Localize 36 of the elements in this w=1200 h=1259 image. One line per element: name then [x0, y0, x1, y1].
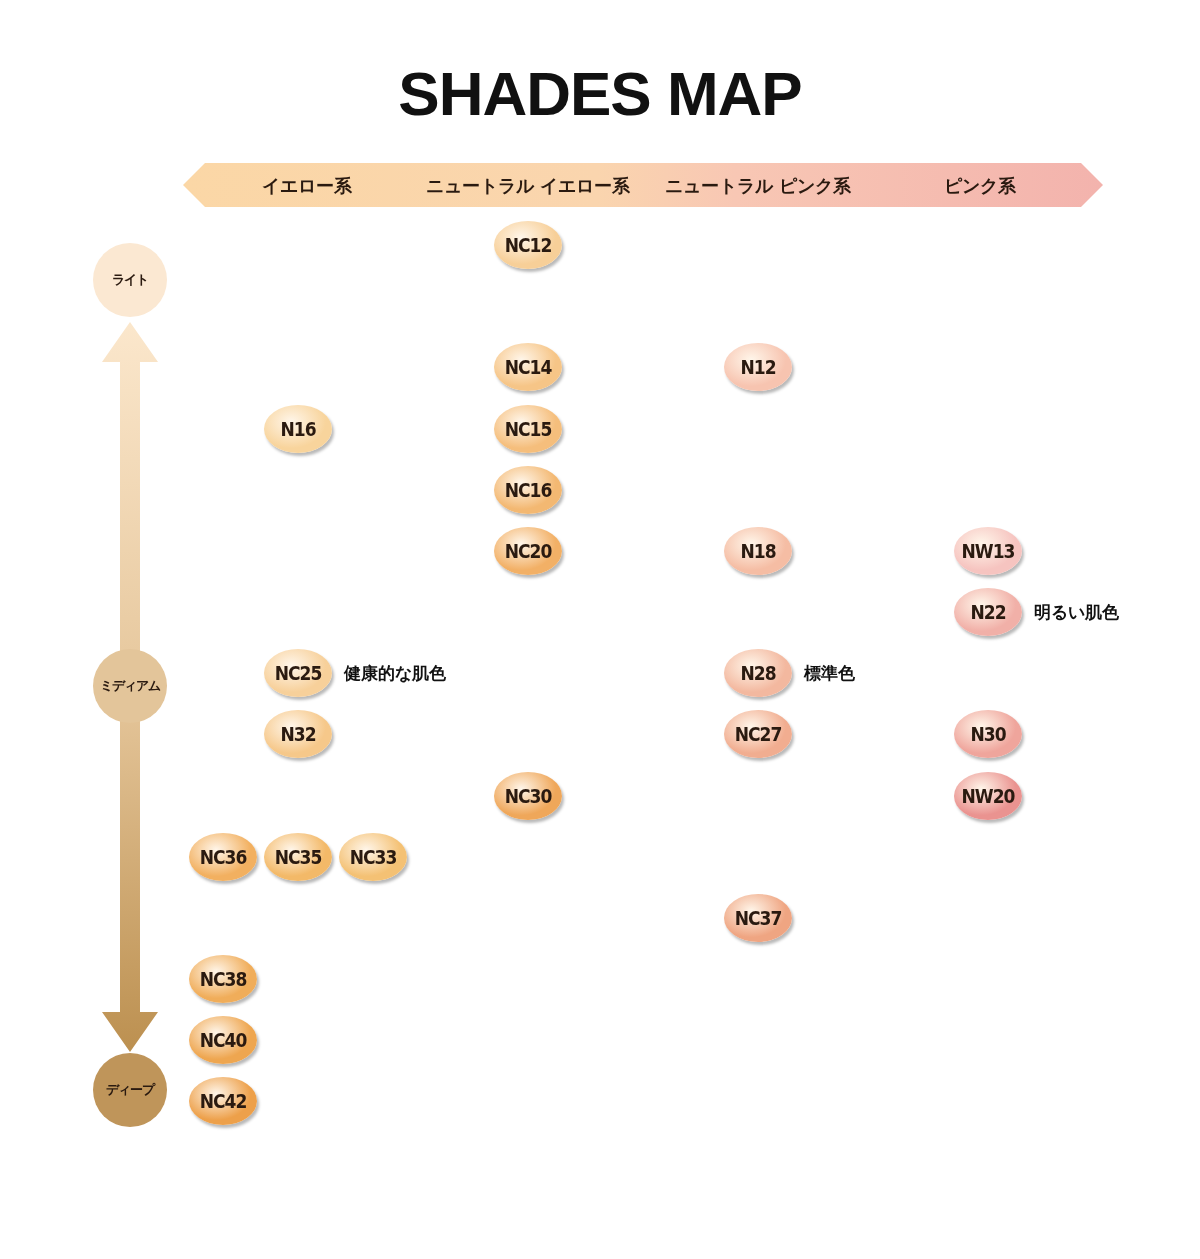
- shade-oval: NC36: [189, 833, 257, 881]
- column-heading: ピンク系: [944, 174, 1016, 198]
- note-text: 健康的な肌色: [344, 662, 446, 685]
- note-text: 明るい肌色: [1034, 601, 1119, 624]
- shade-oval: NC30: [494, 772, 562, 820]
- column-heading: ニュートラル イエロー系: [425, 174, 631, 198]
- shade-oval: N28: [724, 649, 792, 697]
- title: SHADES MAP: [397, 58, 803, 129]
- shade-oval: N12: [724, 343, 792, 391]
- shade-oval: NC42: [189, 1077, 257, 1125]
- column-heading: イエロー系: [262, 174, 352, 198]
- shade-oval: NC33: [339, 833, 407, 881]
- level-circle: ミディアム: [93, 649, 167, 723]
- shade-oval: NC38: [189, 955, 257, 1003]
- column-heading: ニュートラル ピンク系: [664, 174, 852, 198]
- shade-oval: N16: [264, 405, 332, 453]
- category-band: [183, 163, 1103, 207]
- shade-oval: NC40: [189, 1016, 257, 1064]
- shade-oval: N18: [724, 527, 792, 575]
- shade-oval: NC15: [494, 405, 562, 453]
- shade-oval: NC25: [264, 649, 332, 697]
- shade-oval: N22: [954, 588, 1022, 636]
- level-circle: ディープ: [93, 1053, 167, 1127]
- shade-oval: N32: [264, 710, 332, 758]
- shade-oval: NC27: [724, 710, 792, 758]
- shade-oval: NC20: [494, 527, 562, 575]
- shade-oval: NC12: [494, 221, 562, 269]
- shade-oval: N30: [954, 710, 1022, 758]
- shade-oval: NC14: [494, 343, 562, 391]
- shade-oval: NW20: [954, 772, 1022, 820]
- shade-oval: NC16: [494, 466, 562, 514]
- shade-oval: NC37: [724, 894, 792, 942]
- level-circle: ライト: [93, 243, 167, 317]
- shade-oval: NW13: [954, 527, 1022, 575]
- shade-oval: NC35: [264, 833, 332, 881]
- note-text: 標準色: [804, 662, 855, 685]
